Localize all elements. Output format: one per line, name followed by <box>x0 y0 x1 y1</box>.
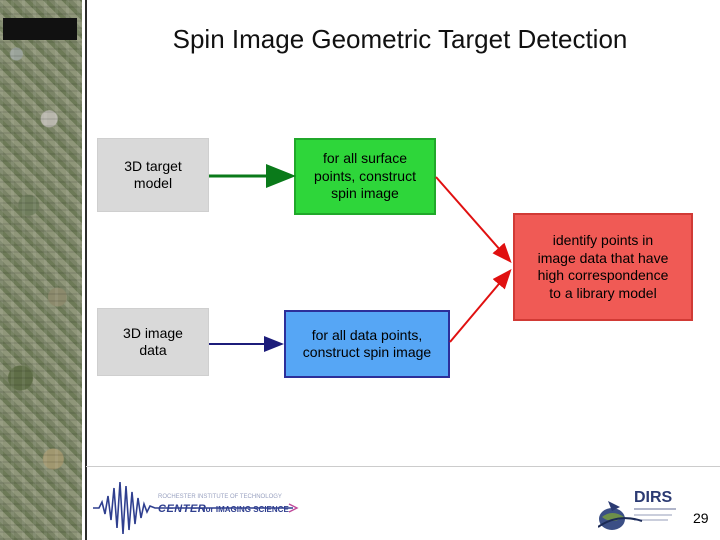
cis-institute-text: ROCHESTER INSTITUTE OF TECHNOLOGY <box>158 494 282 500</box>
page-number: 29 <box>693 510 709 526</box>
dirs-logo-text: DIRS <box>634 489 673 506</box>
identify-points-box: identify points in image data that have … <box>513 213 693 321</box>
slide-title: Spin Image Geometric Target Detection <box>172 24 628 54</box>
cis-imaging-science-text: for IMAGING SCIENCE <box>203 505 289 514</box>
aerial-image-strip <box>0 0 82 540</box>
arrow-data-to-identify <box>449 268 512 343</box>
data-spin-image-box: for all data points, construct spin imag… <box>284 310 450 378</box>
left-divider <box>85 0 87 540</box>
footer-divider <box>86 466 720 467</box>
arrow-surface-to-identify <box>435 176 512 264</box>
cis-waveform-logo <box>93 481 299 535</box>
cis-center-text: CENTER <box>158 503 207 515</box>
image-data-box: 3D image data <box>97 308 209 376</box>
dirs-globe-logo <box>598 501 676 530</box>
black-label-bar <box>3 18 77 40</box>
target-model-box: 3D target model <box>97 138 209 212</box>
